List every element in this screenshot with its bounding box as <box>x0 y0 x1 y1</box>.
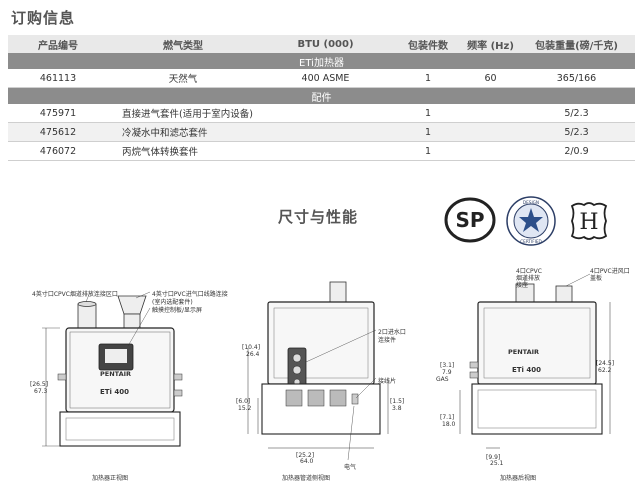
front-callout-intake-kit: (室内选配套件) <box>152 299 193 306</box>
seal-top-text: DESIGN <box>523 200 539 205</box>
heater-section-label: ETi加热器 <box>8 53 635 69</box>
side-callout-electrical: 电气 <box>344 464 357 471</box>
side-callout-water: 2口进水口 <box>378 329 406 336</box>
rear-callout-intake-1: 4口PVC进风口 <box>590 268 630 275</box>
accessories-section-label: 配件 <box>8 87 635 104</box>
dimensions-heading: 尺寸与性能 <box>278 208 359 226</box>
table-row: 475971 直接进气套件(适用于室内设备) 1 5/2.3 <box>8 104 635 123</box>
col-pack-qty: 包装件数 <box>393 35 463 53</box>
cell-pack-qty: 1 <box>393 69 463 88</box>
cell-pack-weight: 5/2.3 <box>518 122 635 142</box>
cell-description: 直接进气套件(适用于室内设备) <box>108 104 393 123</box>
front-view-drawing <box>42 291 183 447</box>
cell-product-number: 475612 <box>8 122 108 142</box>
col-btu: BTU (000) <box>258 35 393 53</box>
table-row: 475612 冷凝水中和滤芯套件 1 5/2.3 <box>8 122 635 142</box>
dim-label: 62.2 <box>598 367 612 374</box>
asme-h-stamp: H <box>570 202 608 240</box>
design-certified-seal: DESIGN CERTIFIED <box>506 196 556 246</box>
dim-label: 15.2 <box>238 405 252 412</box>
ordering-table: 产品编号 燃气类型 BTU (000) 包装件数 频率 (Hz) 包装重量(磅/… <box>8 35 635 161</box>
dim-label: [3.1] <box>440 362 455 369</box>
dim-label: [6.0] <box>236 398 251 405</box>
cell-pack-weight: 5/2.3 <box>518 104 635 123</box>
heater-section-row: ETi加热器 <box>8 53 635 69</box>
h-stamp-letter: H <box>579 210 598 235</box>
dim-label: 64.0 <box>300 458 314 465</box>
dim-label: [10.4] <box>242 344 261 351</box>
cell-product-number: 476072 <box>8 141 108 161</box>
front-callout-display: 触摸控制板/显示屏 <box>152 307 203 314</box>
cell-pack-weight: 365/166 <box>518 69 635 88</box>
csa-logo-text: SP <box>455 208 484 232</box>
cell-product-number: 461113 <box>8 69 108 88</box>
side-view-drawing <box>247 281 389 461</box>
dim-label: [25.2] <box>296 452 315 459</box>
dim-label: 67.3 <box>34 388 48 395</box>
seal-bottom-text: CERTIFIED <box>520 239 541 244</box>
col-frequency: 频率 (Hz) <box>463 35 518 53</box>
ordering-info-heading: 订购信息 <box>11 9 76 27</box>
front-brand: PENTAIR <box>100 370 132 378</box>
dim-label: [1.5] <box>390 398 405 405</box>
rear-callout-exhaust-1: 4口CPVC <box>516 268 542 275</box>
cell-pack-qty: 1 <box>393 104 463 123</box>
side-view-caption: 加热器管道侧视图 <box>282 475 331 482</box>
ordering-header-row: 产品编号 燃气类型 BTU (000) 包装件数 频率 (Hz) 包装重量(磅/… <box>8 35 635 53</box>
rear-model-label: ETi 400 <box>512 366 542 374</box>
rear-view-caption: 加热器后视图 <box>500 475 537 482</box>
rear-view-drawing <box>459 273 611 449</box>
csa-logo: SP <box>444 197 496 243</box>
dim-label: [26.5] <box>30 381 49 388</box>
dim-label: 25.1 <box>490 460 504 467</box>
table-row: 476072 丙烷气体转换套件 1 2/0.9 <box>8 141 635 161</box>
dim-label: [24.5] <box>596 360 615 367</box>
front-view-caption: 加热器正视图 <box>92 475 129 482</box>
rear-callout-exhaust-2: 烟道排放 <box>516 275 541 282</box>
col-gas-type: 燃气类型 <box>108 35 258 53</box>
rear-callout-exhaust-3: 接座 <box>516 282 529 289</box>
cell-pack-qty: 1 <box>393 122 463 142</box>
cell-description: 冷凝水中和滤芯套件 <box>108 122 393 142</box>
side-callout-water-2: 连接件 <box>378 337 397 344</box>
dim-label: [7.1] <box>440 414 455 421</box>
cell-btu: 400 ASME <box>258 69 393 88</box>
dim-label: 7.9 <box>442 369 452 376</box>
cell-product-number: 475971 <box>8 104 108 123</box>
dim-label: 3.8 <box>392 405 402 412</box>
front-callout-exhaust: 4英寸口CPVC烟道排放连接区口 <box>32 291 118 298</box>
cell-pack-qty: 1 <box>393 141 463 161</box>
col-pack-weight: 包装重量(磅/千克) <box>518 35 635 53</box>
table-row: 461113 天然气 400 ASME 1 60 365/166 <box>8 69 635 88</box>
cell-description: 丙烷气体转换套件 <box>108 141 393 161</box>
cell-pack-weight: 2/0.9 <box>518 141 635 161</box>
rear-callout-intake-2: 盖板 <box>590 275 603 282</box>
dim-label: 26.4 <box>246 351 260 358</box>
rear-brand: PENTAIR <box>508 348 540 356</box>
front-callout-intake: 4英寸口PVC进气口线路连接 <box>152 291 228 298</box>
star-icon <box>519 208 543 232</box>
dim-label: 18.0 <box>442 421 456 428</box>
front-model-label: ETi 400 <box>100 388 130 396</box>
col-product-number: 产品编号 <box>8 35 108 53</box>
rear-callout-gas: GAS <box>436 376 449 383</box>
cell-gas-type: 天然气 <box>108 69 258 88</box>
cell-frequency: 60 <box>463 69 518 88</box>
dim-label: [9.9] <box>486 454 501 461</box>
side-callout-drain: 接线片 <box>378 378 397 385</box>
accessories-section-row: 配件 <box>8 87 635 104</box>
